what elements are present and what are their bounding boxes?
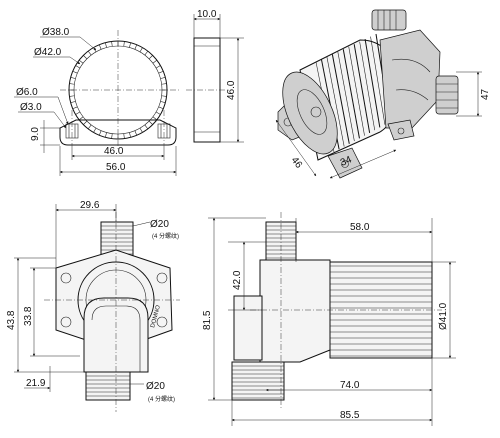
bl-bottom-pipe [85,371,131,401]
dim-d41: Ø41.0 [438,302,449,330]
side-view: 10.0 46.0 [186,9,244,143]
front-view: Ø38.0 Ø42.0 Ø6.0 Ø3.0 9.0 46.0 56.0 [14,27,180,176]
dim-10: 10.0 [197,9,217,20]
iso-top-fitting [371,9,407,31]
dim-85-5: 85.5 [340,410,360,421]
dim-81-5: 81.5 [202,310,213,330]
dim-d20-top: Ø20 [150,219,169,230]
br-motor-fins [330,265,432,357]
dim-47: 47 [480,88,491,100]
iso-pump-housing [379,29,441,129]
dim-34: 34 [339,154,354,169]
dim-d38: Ø38.0 [42,27,70,38]
dim-42: 42.0 [232,270,243,290]
front-base-flange [59,119,177,146]
note-thread-top: (4 分螺纹) [152,232,179,240]
dim-46-front: 46.0 [104,146,124,157]
br-bottom-pipe [231,361,285,401]
iso-side-fitting [435,75,459,115]
br-housing [259,259,331,363]
dim-58: 58.0 [350,222,370,233]
dim-46-iso: 46 [289,155,305,171]
dim-d42: Ø42.0 [34,47,62,58]
dim-d20-bottom: Ø20 [146,381,165,392]
dim-29-6: 29.6 [80,200,100,211]
br-left-outlet [233,295,263,361]
bl-bottom-threads [86,375,130,397]
bottom-right-view: 58.0 42.0 81.5 Ø41.0 74.0 85.5 [202,212,456,426]
note-thread-bottom: (4 分螺纹) [148,395,175,403]
bottom-left-view: DOMNO 29.6 Ø20 (4 分螺纹) 43.8 33.8 21.9 Ø2… [6,200,180,412]
dim-d6: Ø6.0 [16,87,38,98]
dim-d3: Ø3.0 [20,102,42,113]
dim-9: 9.0 [30,127,41,141]
dim-74: 74.0 [340,380,360,391]
dim-46-side: 46.0 [226,80,237,100]
iso-view: 46 34 47 [275,9,491,179]
dim-21-9: 21.9 [26,378,46,389]
dim-43-8: 43.8 [6,310,17,330]
brand-label: DOMNO [150,304,162,328]
dim-56: 56.0 [106,162,126,173]
dim-33-8: 33.8 [23,306,34,326]
